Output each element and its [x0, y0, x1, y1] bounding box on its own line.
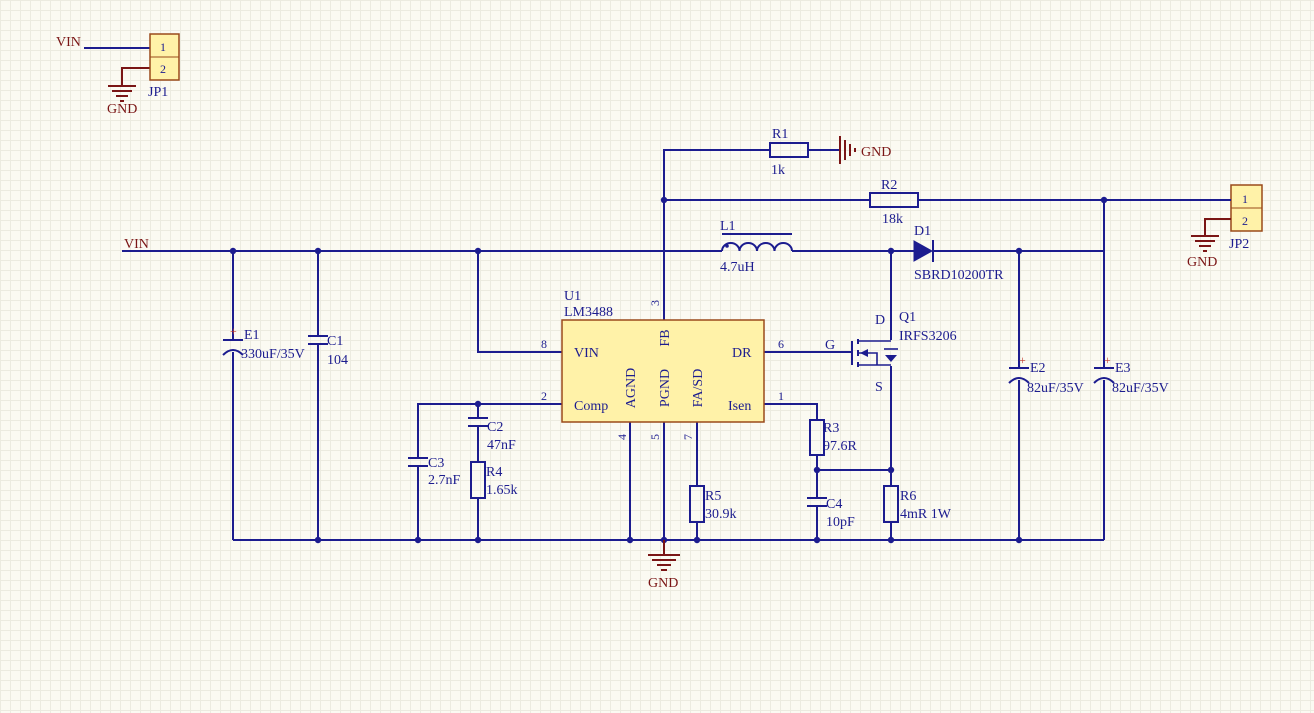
c3-capacitor[interactable]: C3 2.7nF	[408, 450, 461, 488]
jp1-gnd-net-label: GND	[107, 102, 137, 117]
u1-part-number: LM3488	[564, 305, 613, 320]
c2-capacitor[interactable]: C2 47nF	[468, 417, 516, 453]
u1-pin3-number: 3	[648, 300, 662, 306]
u1-pin7-number: 7	[681, 434, 695, 440]
r4-resistor[interactable]: R4 1.65k	[470, 461, 518, 499]
r1-resistor[interactable]: R1 1k	[769, 127, 809, 178]
r2-resistor[interactable]: R2 18k	[869, 178, 919, 227]
u1-pin8-number: 8	[541, 337, 547, 351]
e2-capacitor[interactable]: + E2 82uF/35V	[1008, 353, 1084, 396]
r5-value: 30.9k	[705, 507, 737, 522]
jp2-designator: JP2	[1229, 237, 1249, 252]
r1-gnd-net-label: GND	[861, 145, 891, 160]
r1-value: 1k	[771, 163, 785, 178]
u1-pin-fb-label: FB	[658, 329, 673, 346]
l1-value: 4.7uH	[720, 260, 755, 275]
c3-designator: C3	[428, 456, 444, 471]
c1-designator: C1	[327, 334, 343, 349]
u1-pin5-number: 5	[648, 434, 662, 440]
u1-pin-fasd-label: FA/SD	[691, 369, 706, 408]
jp2-gnd-net-label: GND	[1187, 255, 1217, 270]
c4-designator: C4	[826, 497, 842, 512]
q1-source-label: S	[875, 380, 883, 395]
e1-value: 330uF/35V	[241, 347, 305, 362]
r1-designator: R1	[772, 127, 788, 142]
c2-designator: C2	[487, 420, 503, 435]
c2-value: 47nF	[487, 438, 516, 453]
u1-pin-vin-label: VIN	[574, 346, 599, 361]
r2-value: 18k	[882, 212, 903, 227]
jp2-ground-symbol	[1191, 235, 1219, 252]
e3-designator: E3	[1115, 361, 1131, 376]
r3-value: 97.6R	[823, 439, 858, 454]
c4-capacitor[interactable]: C4 10pF	[807, 497, 855, 530]
u1-pin1-number: 1	[778, 389, 784, 403]
junction-dots	[229, 196, 1108, 544]
r3-designator: R3	[823, 421, 839, 436]
q1-drain-label: D	[875, 313, 885, 328]
r5-resistor[interactable]: R5 30.9k	[689, 485, 737, 523]
q1-designator: Q1	[899, 310, 916, 325]
d1-value: SBRD10200TR	[914, 268, 1004, 283]
wires	[122, 149, 1231, 555]
jp1-vin-net-label: VIN	[56, 35, 81, 50]
c1-value: 104	[327, 353, 348, 368]
u1-pin-comp-label: Comp	[574, 399, 608, 414]
u1-pin4-number: 4	[615, 434, 629, 440]
d1-designator: D1	[914, 224, 931, 239]
u1-pin-agnd-label: AGND	[624, 368, 639, 408]
q1-value: IRFS3206	[899, 329, 957, 344]
e2-polarity-mark: +	[1019, 353, 1026, 367]
e3-capacitor[interactable]: + E3 82uF/35V	[1093, 353, 1169, 396]
main-ground-symbol	[648, 540, 680, 571]
e3-value: 82uF/35V	[1112, 381, 1169, 396]
jp1-designator: JP1	[148, 85, 168, 100]
u1-designator: U1	[564, 289, 581, 304]
jp2-pin1: 1	[1242, 192, 1248, 206]
e2-designator: E2	[1030, 361, 1046, 376]
q1-mosfet[interactable]: D G S Q1 IRFS3206	[825, 310, 957, 395]
e1-polarity-mark: +	[230, 324, 237, 338]
r1-ground-symbol	[839, 136, 856, 164]
e2-value: 82uF/35V	[1027, 381, 1084, 396]
r4-value: 1.65k	[486, 483, 518, 498]
jp1-connector[interactable]: VIN GND 1 2 JP1	[56, 33, 180, 117]
u1-lm3488-ic[interactable]: U1 LM3488 VIN Comp DR Isen FB AGND PGND …	[541, 289, 784, 440]
u1-pin-pgnd-label: PGND	[658, 369, 673, 407]
jp1-pin2: 2	[160, 62, 166, 76]
r6-resistor[interactable]: R6 4mR 1W	[883, 485, 952, 523]
u1-pin-dr-label: DR	[732, 346, 752, 361]
u1-pin6-number: 6	[778, 337, 784, 351]
vin-net-label: VIN	[124, 237, 149, 252]
r4-designator: R4	[486, 465, 502, 480]
jp2-connector[interactable]: 1 2 JP2 GND	[1187, 184, 1263, 270]
r5-designator: R5	[705, 489, 721, 504]
r6-value: 4mR 1W	[900, 507, 952, 522]
r2-designator: R2	[881, 178, 897, 193]
l1-designator: L1	[720, 219, 736, 234]
e3-polarity-mark: +	[1104, 353, 1111, 367]
c1-capacitor[interactable]: C1 104	[308, 334, 348, 368]
d1-diode[interactable]: D1 SBRD10200TR	[913, 224, 1004, 283]
r6-designator: R6	[900, 489, 916, 504]
e1-designator: E1	[244, 328, 260, 343]
q1-gate-label: G	[825, 338, 835, 353]
u1-pin-isen-label: Isen	[728, 399, 751, 414]
c4-value: 10pF	[826, 515, 855, 530]
jp2-pin2: 2	[1242, 214, 1248, 228]
jp1-ground-symbol	[108, 85, 136, 102]
c3-value: 2.7nF	[428, 473, 461, 488]
e1-capacitor[interactable]: + E1 330uF/35V	[222, 324, 305, 362]
main-gnd-net-label: GND	[648, 576, 678, 591]
jp1-pin1: 1	[160, 40, 166, 54]
l1-inductor[interactable]: L1 4.7uH	[720, 219, 793, 275]
r3-resistor[interactable]: R3 97.6R	[809, 419, 858, 456]
u1-pin2-number: 2	[541, 389, 547, 403]
